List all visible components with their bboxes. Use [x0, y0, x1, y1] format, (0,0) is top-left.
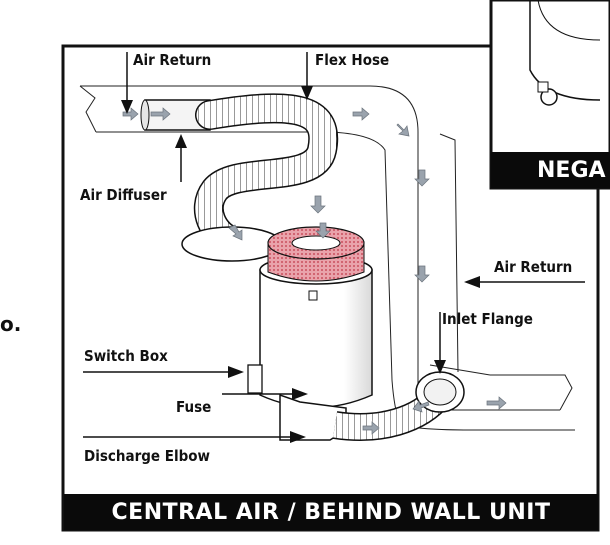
- label-air-return-right: Air Return: [494, 258, 573, 276]
- inset-title-banner: NEGA: [491, 152, 610, 188]
- flow-arrow: [414, 169, 430, 187]
- flow-arrow: [310, 195, 326, 214]
- flow-arrow: [362, 421, 380, 435]
- flow-arrow: [486, 396, 507, 410]
- wall-lines: [79, 85, 575, 431]
- flow-arrows: [122, 107, 507, 435]
- flow-arrow: [414, 265, 430, 283]
- flow-arrow: [122, 107, 139, 121]
- diagram-title-banner: CENTRAL AIR / BEHIND WALL UNIT: [64, 494, 598, 530]
- inset-title: NEGA: [537, 157, 606, 183]
- flow-arrow: [228, 224, 243, 241]
- diagram-title: CENTRAL AIR / BEHIND WALL UNIT: [111, 499, 551, 525]
- flow-arrow: [412, 400, 430, 413]
- label-discharge-elbow: Discharge Elbow: [84, 447, 210, 465]
- flow-arrow: [150, 107, 171, 121]
- flow-arrow: [396, 123, 410, 137]
- switch-box: [247, 364, 263, 394]
- vacuum-canister: [259, 226, 373, 409]
- callout-pointers: [83, 52, 585, 443]
- label-air-return-top: Air Return: [133, 51, 212, 69]
- label-air-diffuser: Air Diffuser: [80, 186, 167, 204]
- flow-arrow: [352, 107, 370, 121]
- cropped-text: o.: [0, 312, 22, 336]
- label-inlet-flange: Inlet Flange: [442, 310, 533, 328]
- label-flex-hose: Flex Hose: [315, 51, 390, 69]
- flow-arrow: [315, 222, 331, 239]
- label-switch-box: Switch Box: [84, 347, 168, 365]
- label-fuse: Fuse: [176, 398, 212, 416]
- diffuser-dish: [181, 226, 283, 262]
